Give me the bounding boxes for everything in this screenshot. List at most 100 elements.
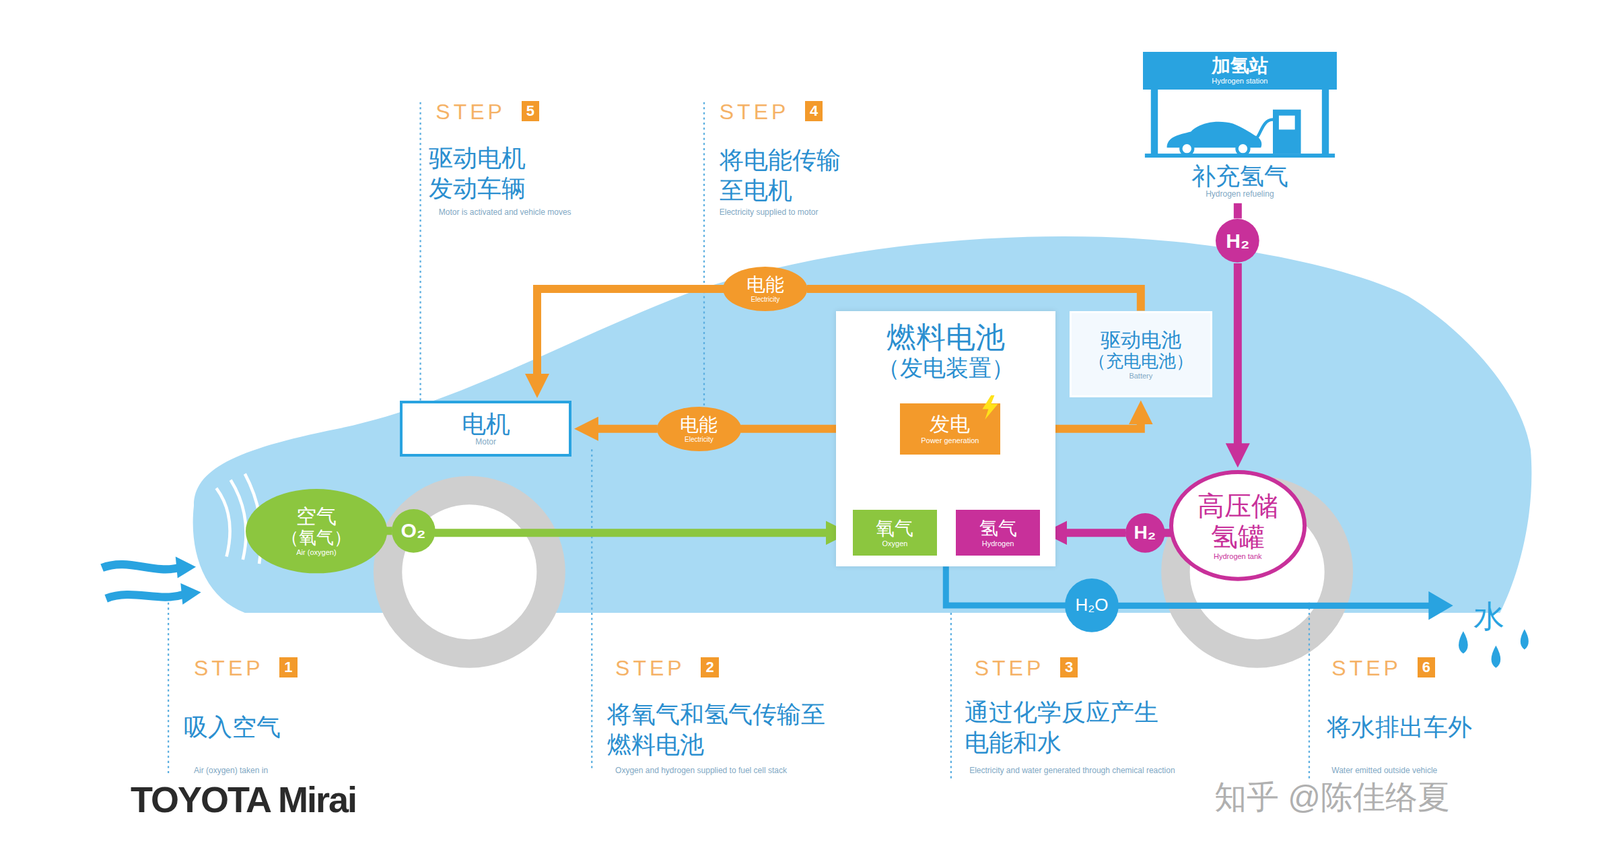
station-pillar	[1322, 89, 1329, 156]
node-title: 驱动电池	[1100, 328, 1182, 353]
step-caption: 吸入空气	[183, 711, 281, 742]
text-group: 燃料电池（发电装置）	[877, 320, 1015, 381]
node-subtitle: （充电电池）	[1088, 351, 1194, 372]
water-arrowhead	[1428, 590, 1453, 620]
step-heading: STEP	[615, 654, 686, 681]
node-title: O₂	[401, 518, 427, 543]
node-title: 氧气	[875, 517, 914, 540]
step-leader	[703, 102, 705, 407]
node-title: 加氢站	[1142, 51, 1337, 77]
step-leader	[950, 612, 952, 779]
step-caption: 将电能传输 至电机	[719, 144, 856, 206]
text-group: 空气（氧气）Air (oxygen)	[281, 504, 352, 557]
water-drop	[1491, 644, 1502, 668]
flow-line	[807, 288, 1141, 311]
station-pillar	[1151, 89, 1158, 156]
node-subtitle: （发电装置）	[877, 354, 1015, 381]
node-subtitle: Air (oxygen)	[296, 547, 336, 557]
step-number: 2	[700, 656, 719, 678]
node-title: 电能	[746, 273, 785, 296]
step-caption-english: Electricity supplied to motor	[719, 207, 819, 219]
step-number: 6	[1417, 656, 1436, 678]
brand-name: TOYOTA Mirai	[130, 777, 357, 822]
intake-arrowhead	[175, 556, 196, 579]
text-group: 加氢站Hydrogen station补充氢气Hydrogen refuelin…	[1142, 51, 1337, 200]
step-caption-english: Motor is activated and vehicle moves	[438, 207, 572, 219]
node-title: 高压储氢罐	[1196, 490, 1279, 552]
water-outflow	[1111, 602, 1432, 609]
node-subtitle: Hydrogen tank	[1213, 551, 1263, 561]
water-label: 水	[1473, 597, 1505, 635]
intake-arrow	[106, 594, 184, 599]
step-caption-english: Electricity and water generated through …	[969, 765, 1199, 777]
step-number: 4	[805, 100, 823, 122]
ellipse-shape	[391, 508, 436, 553]
text-group: 高压储氢罐Hydrogen tank	[1196, 490, 1279, 561]
step-leader	[167, 602, 169, 777]
text-group: 驱动电池（充电电池）Battery	[1088, 328, 1194, 381]
water-drop	[1458, 630, 1469, 653]
station-car-wheel	[1180, 142, 1193, 155]
node-subtitle: Power generation	[920, 436, 979, 445]
step-number: 5	[521, 100, 540, 122]
node-subtitle: Hydrogen refueling	[1205, 189, 1274, 200]
hydrogen-circle: H₂	[1214, 218, 1261, 264]
text-group: H₂O	[1075, 595, 1109, 616]
oxygen-box: 氧气Oxygen	[852, 509, 938, 556]
step-number: 3	[1060, 656, 1078, 678]
text-group: 电能Electricity	[679, 413, 718, 444]
flow-arrow	[537, 288, 724, 384]
node-subtitle: Electricity	[751, 295, 781, 304]
step-caption: 将水排出车外	[1326, 711, 1473, 742]
hydrogen-station: 加氢站Hydrogen station补充氢气Hydrogen refuelin…	[1140, 49, 1340, 202]
ellipse-shape	[722, 266, 808, 311]
node-title: 电机	[461, 409, 511, 438]
ellipse-shape	[245, 488, 388, 573]
node-title: 发电	[929, 412, 970, 437]
step-leader	[1308, 602, 1310, 779]
hydrogen-circle: H₂	[1124, 512, 1166, 554]
hydrogen-tank: 高压储氢罐Hydrogen tank	[1168, 469, 1308, 582]
step-leader	[419, 102, 421, 404]
water-circle: H₂O	[1064, 577, 1120, 633]
node-title: 燃料电池	[886, 320, 1005, 355]
node-subtitle: Oxygen	[882, 539, 909, 548]
step-number: 1	[279, 656, 297, 678]
node-title: 氢气	[979, 517, 1018, 540]
flow-line	[1233, 203, 1242, 219]
electricity-ellipse: 电能Electricity	[722, 265, 808, 312]
node-subtitle: （氧气）	[281, 527, 352, 548]
ellipse-shape	[656, 406, 742, 451]
step-caption-english: Air (oxygen) taken in	[193, 765, 268, 777]
air-intake-ellipse: 空气（氧气）Air (oxygen)	[245, 488, 388, 574]
watermark: 知乎 @陈佳络夏	[1214, 777, 1450, 817]
fuel-cell-box: 发电Power generation 氧气Oxygen 氢气Hydrogen 燃料电池…	[836, 310, 1056, 567]
water-drop	[1520, 628, 1529, 649]
step-leader	[590, 448, 593, 768]
step-heading: STEP	[719, 98, 790, 125]
intake-arrow	[102, 564, 180, 569]
node-subtitle: Battery	[1128, 371, 1153, 381]
node-subtitle: Hydrogen station	[1142, 76, 1337, 90]
step-heading: STEP	[1331, 654, 1402, 681]
node-subtitle: Hydrogen	[982, 539, 1015, 548]
node-subtitle: Electricity	[684, 435, 714, 444]
node-title: H₂O	[1075, 595, 1109, 616]
node-title: H₂	[1134, 521, 1157, 544]
pump-hose	[1256, 119, 1273, 138]
flow-arrow	[1233, 263, 1242, 454]
flow-arrow	[588, 424, 658, 433]
node-subtitle: Motor	[475, 437, 497, 447]
battery-box: 驱动电池（充电电池）Battery	[1069, 310, 1213, 398]
step-heading: STEP	[435, 98, 506, 125]
step-caption: 通过化学反应产生电能和水	[964, 696, 1166, 758]
step-caption-english: Water emitted outside vehicle	[1331, 765, 1438, 777]
text-group: O₂	[401, 518, 427, 543]
text-group: 氧气Oxygen	[875, 517, 914, 548]
oxygen-circle: O₂	[391, 508, 437, 554]
hydrogen-box: 氢气Hydrogen	[955, 509, 1041, 556]
intake-arrowhead	[180, 582, 201, 605]
ellipse-shape	[1171, 471, 1305, 579]
hydrogen-pump	[1272, 109, 1302, 153]
lightning-icon	[981, 395, 999, 420]
